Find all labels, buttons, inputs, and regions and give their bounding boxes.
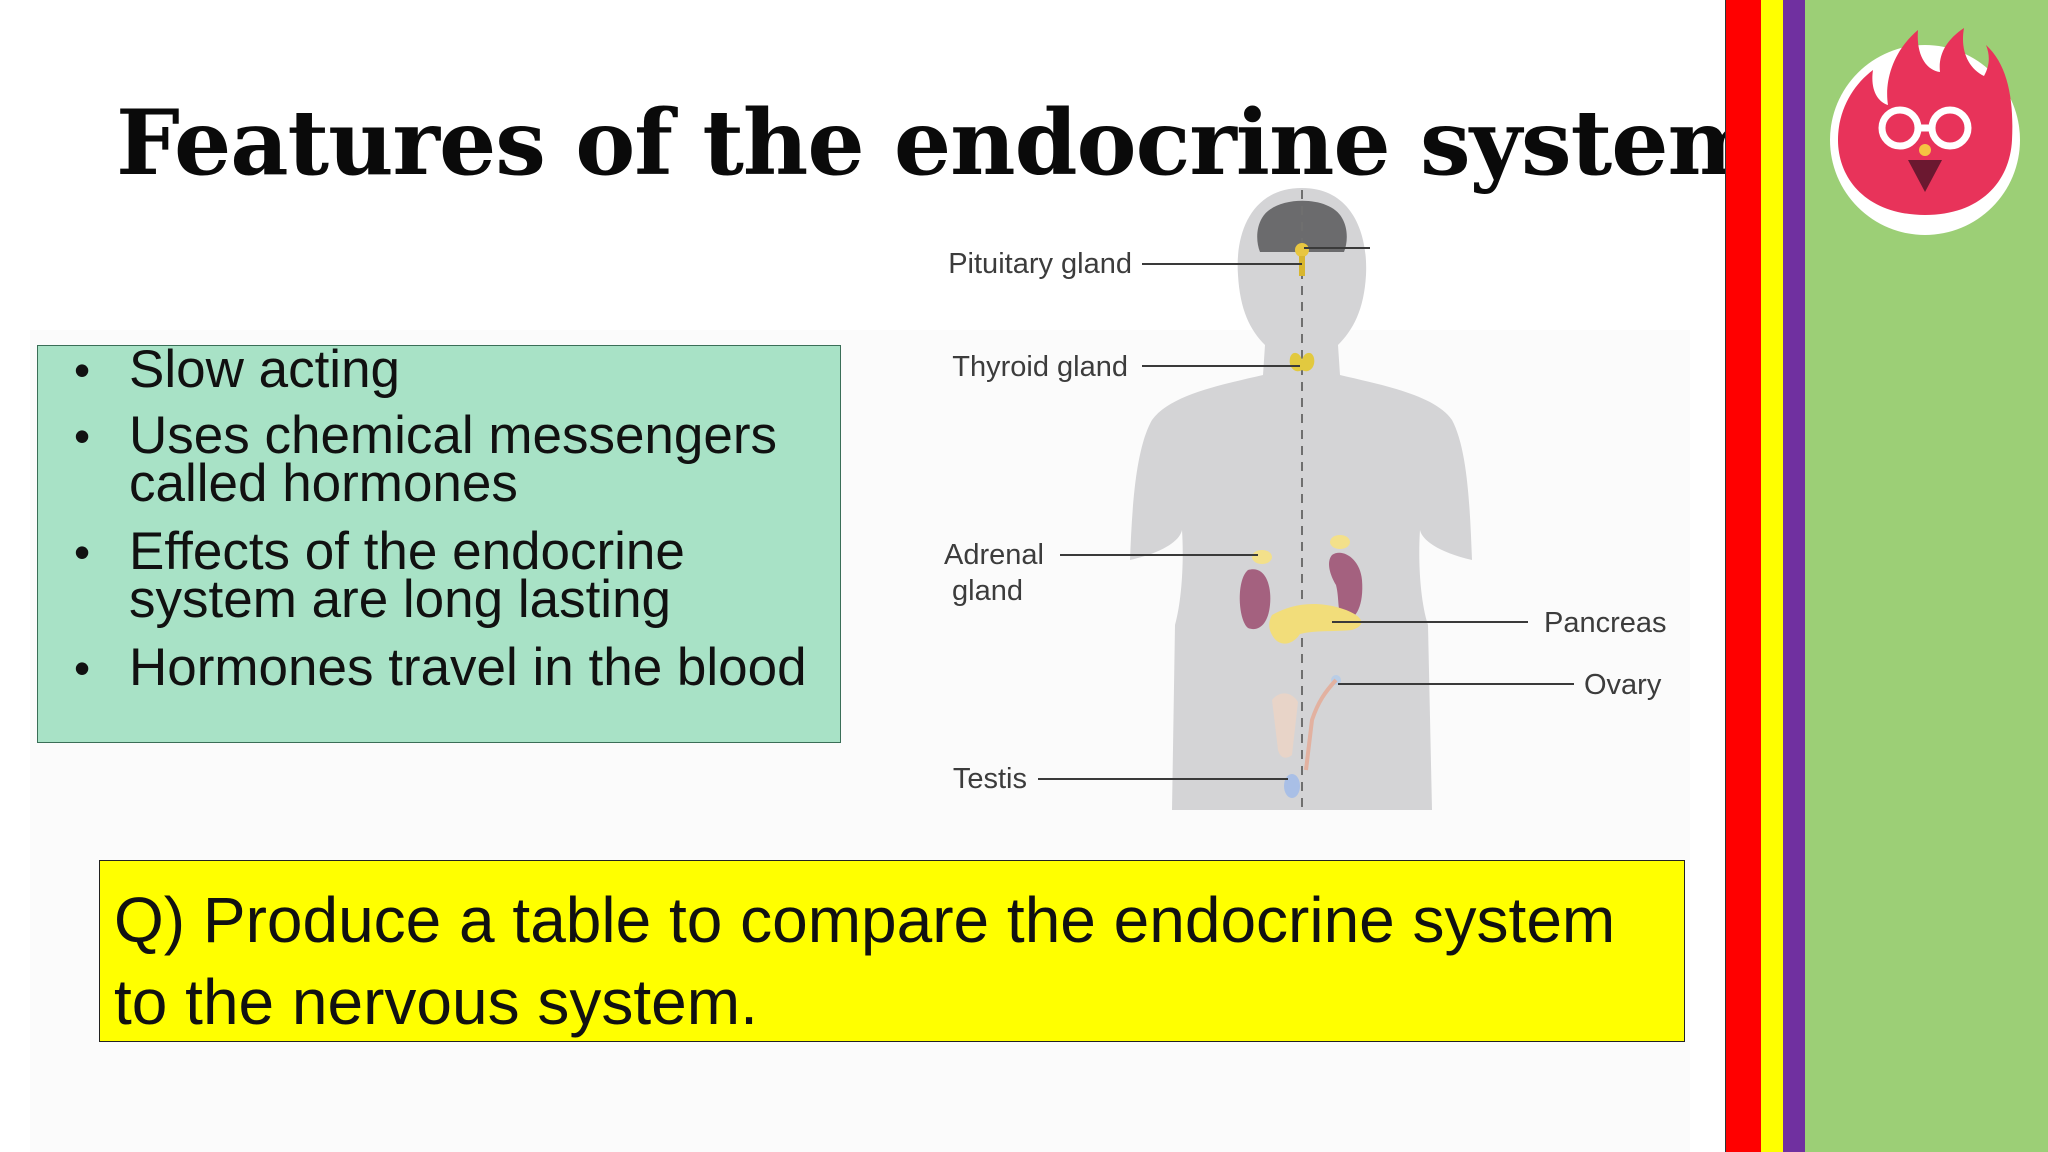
endocrine-body-diagram: Pituitary gland Thyroid gland Adrenal gl… [944,188,1667,810]
adrenal-gland-right-shape [1330,535,1350,549]
mascot-nose [1919,144,1931,156]
features-bullet-list: • Slow acting • Uses chemical messengers… [54,343,834,712]
bullet-item: • Uses chemical messengers called hormon… [54,409,834,510]
pancreas-label: Pancreas [1544,607,1667,639]
uterus-shape [1304,678,1338,771]
mascot-mouth [1908,160,1942,192]
testis-shape [1284,774,1300,798]
thyroid-label: Thyroid gland [952,351,1128,383]
ovary-label: Ovary [1584,669,1662,701]
slide-canvas: Features of the endocrine system • Slow … [37,90,1763,1042]
bullet-item: • Slow acting [54,343,834,396]
kidney-right-shape [1329,552,1363,620]
question-text: Q) Produce a table to compare the endocr… [114,884,1616,1038]
side-stripe-red [1726,0,1761,1152]
mascot-flame-body [1838,28,2013,215]
bullet-item: • Effects of the endocrine system are lo… [54,525,834,626]
bullet-dot: • [74,344,91,396]
bullet-text: Effects of the endocrine system are long… [129,522,685,629]
slide-title: Features of the endocrine system [116,90,1763,196]
adrenal-gland-left-shape [1252,550,1272,564]
pancreas-shape [1269,604,1362,644]
flame-mascot-icon [1830,28,2020,235]
side-stripe-purple [1783,0,1805,1152]
bullet-text: Slow acting [129,340,401,399]
pituitary-gland-shape [1295,243,1309,257]
adrenal-label-line1: Adrenal [944,539,1044,571]
bullet-dot: • [74,642,91,694]
pituitary-label: Pituitary gland [948,248,1132,280]
adrenal-label-line2: gland [952,575,1023,607]
bullet-text: Uses chemical messengers called hormones [129,406,778,513]
question-box: Q) Produce a table to compare the endocr… [99,860,1685,1042]
reproductive-tract-shape [1272,693,1298,758]
bullet-dot: • [74,526,91,578]
side-stripe-yellow [1761,0,1783,1152]
bullet-text: Hormones travel in the blood [129,638,807,697]
bullet-item: • Hormones travel in the blood [54,641,834,694]
features-bullet-box: • Slow acting • Uses chemical messengers… [37,343,841,743]
testis-label: Testis [953,763,1027,795]
bullet-dot: • [74,410,91,462]
kidney-left-shape [1239,569,1271,630]
pituitary-stalk-shape [1299,256,1305,276]
